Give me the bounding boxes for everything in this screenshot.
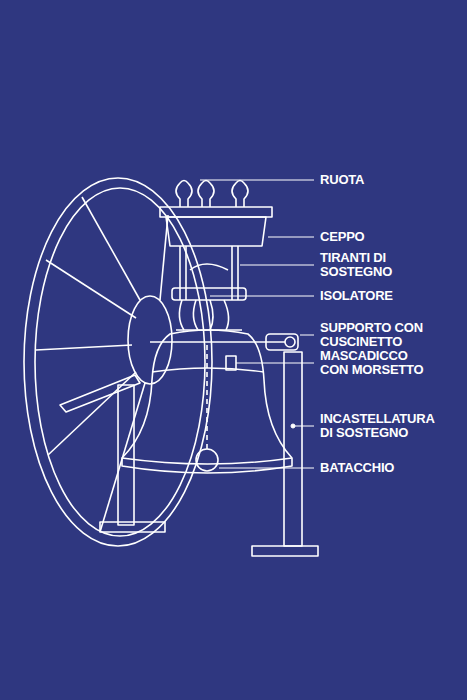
clapper-shaft <box>206 345 208 450</box>
rear-frame-foot <box>100 522 165 532</box>
wheel-spokes <box>36 197 168 532</box>
bell-band <box>152 368 264 372</box>
part-label: BATACCHIO <box>320 461 450 475</box>
wheel-rim-inner <box>35 188 205 536</box>
headstock <box>166 217 266 246</box>
bearing-cap <box>285 337 295 347</box>
clamp <box>226 356 236 370</box>
finials <box>176 181 248 208</box>
axle <box>150 341 285 343</box>
wheel-lever <box>60 375 140 412</box>
leader-lines <box>200 180 314 468</box>
isolator <box>172 288 246 300</box>
part-label: INCASTELLATURA DI SOSTEGNO <box>320 412 445 440</box>
part-label: RUOTA <box>320 173 450 187</box>
part-label: TIRANTI DI SOSTEGNO <box>320 251 400 279</box>
part-label: SUPPORTO CON CUSCINETTO <box>320 321 432 349</box>
headstock-cap <box>160 207 272 217</box>
part-label: ISOLATORE <box>320 289 450 303</box>
frame-post <box>284 352 302 546</box>
part-label: MASCADICCO CON MORSETTO <box>320 349 432 377</box>
bell-crown <box>176 300 242 330</box>
rear-frame-post <box>118 385 134 525</box>
bell-lip <box>122 458 292 464</box>
wheel-rim <box>24 178 212 546</box>
clapper-ball <box>196 449 218 471</box>
bell-body <box>122 330 292 473</box>
tie-rods <box>180 246 238 300</box>
bearing <box>266 334 298 350</box>
frame-foot <box>252 546 318 556</box>
part-label: CEPPO <box>320 230 450 244</box>
